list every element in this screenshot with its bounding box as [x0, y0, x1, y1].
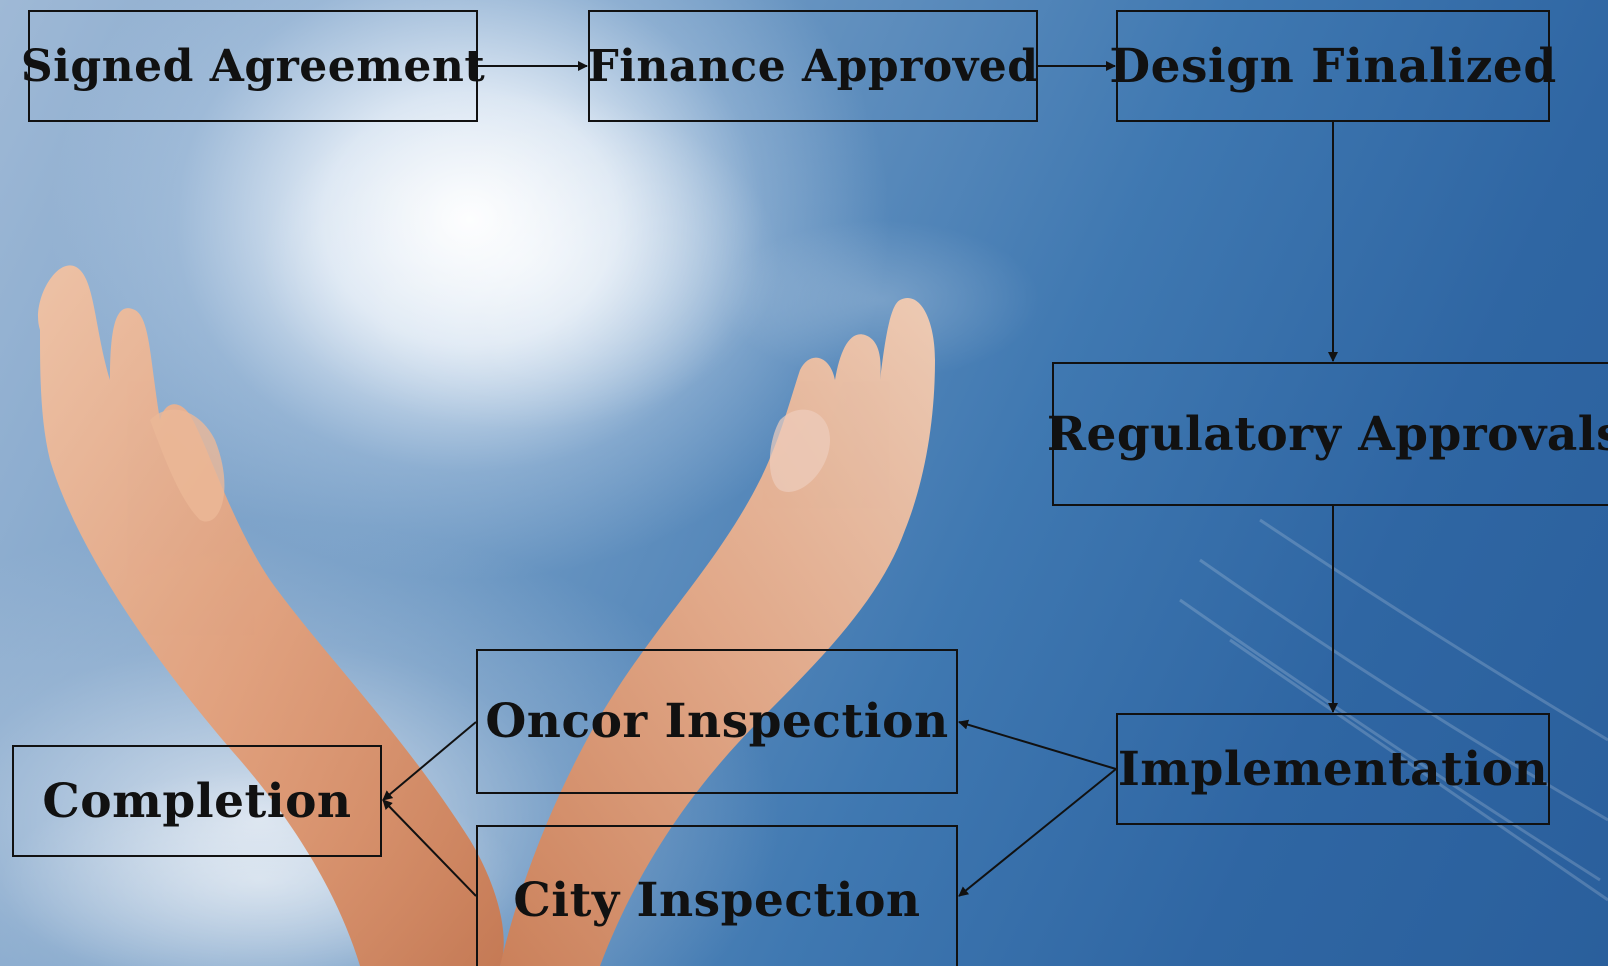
node-oncor-inspection: Oncor Inspection — [476, 649, 958, 794]
node-design-finalized: Design Finalized — [1109, 10, 1556, 122]
node-implementation: Implementation — [1116, 713, 1550, 825]
arrow-implementation-to-oncor — [958, 719, 1117, 770]
node-signed-agreement: Signed Agreement — [21, 10, 485, 122]
node-finance-approved: Finance Approved — [587, 10, 1038, 122]
arrow-city-to-completion — [382, 799, 477, 897]
arrow-oncor-to-completion — [382, 721, 477, 801]
node-completion: Completion — [12, 745, 382, 857]
right-hand-shape — [500, 298, 935, 966]
node-city-inspection: City Inspection — [476, 825, 958, 966]
arrow-implementation-to-city — [958, 768, 1117, 897]
node-regulatory-approvals: Regulatory Approvals — [1047, 362, 1608, 506]
